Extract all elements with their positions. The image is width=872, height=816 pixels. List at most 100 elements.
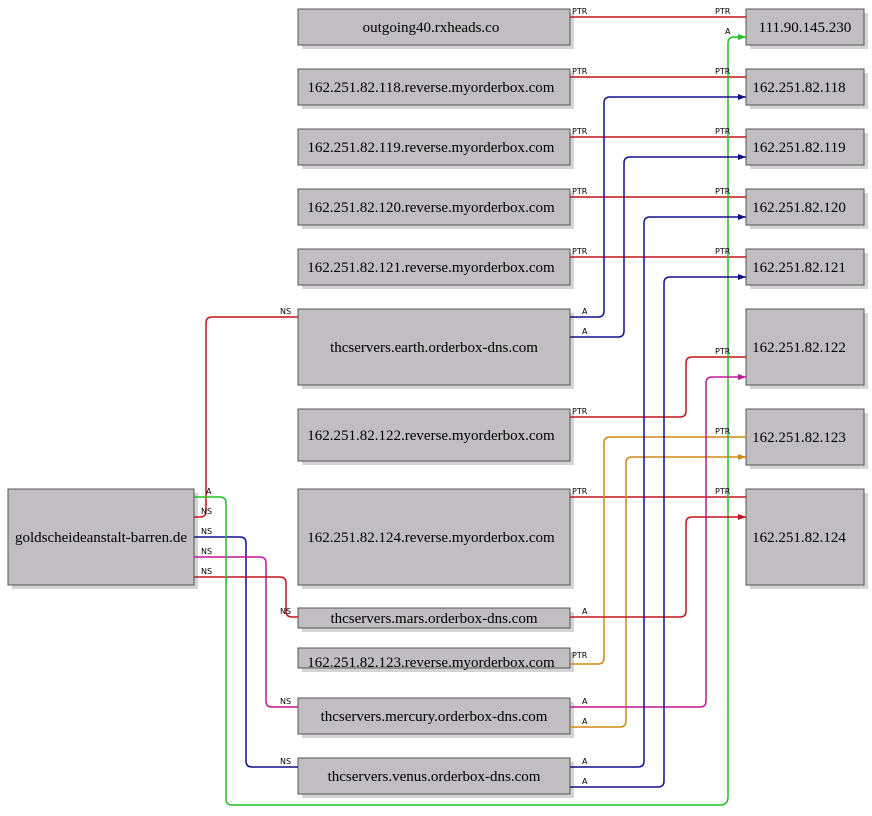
label-ptr-outgoing-dst: PTR <box>715 7 731 16</box>
rev-118-label: 162.251.82.118.reverse.myorderbox.com <box>308 80 555 96</box>
label-ptr-120-src: PTR <box>572 187 588 196</box>
label-a-earth-118: A <box>582 307 588 316</box>
ns-venus-label: thcservers.venus.orderbox-dns.com <box>328 769 541 785</box>
label-ptr-124-src: PTR <box>572 487 588 496</box>
arrowhead-ip-118 <box>738 94 746 100</box>
node-root-domain[interactable] <box>7 488 195 586</box>
ip-123-label: 162.251.82.123 <box>752 430 846 446</box>
edge-ns-mercury <box>194 556 298 708</box>
ip-121-label: 162.251.82.121 <box>752 260 846 276</box>
node-ns-earth[interactable] <box>297 308 571 386</box>
ip-118-label: 162.251.82.118 <box>752 80 845 96</box>
rev-outgoing-label: outgoing40.rxheads.co <box>363 20 500 36</box>
ip-120-label: 162.251.82.120 <box>752 200 846 216</box>
ip-111-label: 111.90.145.230 <box>759 20 852 36</box>
ns-earth-label: thcservers.earth.orderbox-dns.com <box>330 340 538 356</box>
label-ptr-118-dst: PTR <box>715 67 731 76</box>
node-ip-121[interactable] <box>745 248 865 286</box>
arrowhead-ip-120 <box>738 214 746 220</box>
label-ns-earth: NS <box>280 307 291 316</box>
node-ip-118[interactable] <box>745 68 865 106</box>
label-ptr-120-dst: PTR <box>715 187 731 196</box>
rev-121-label: 162.251.82.121.reverse.myorderbox.com <box>307 260 555 276</box>
edge-ns-mars <box>194 576 298 618</box>
label-ptr-123-dst: PTR <box>715 427 731 436</box>
label-ptr-122-src: PTR <box>572 407 588 416</box>
edge-ns-venus <box>194 536 298 768</box>
label-ns-mars: NS <box>280 607 291 616</box>
label-ptr-119-dst: PTR <box>715 127 731 136</box>
node-boxes <box>7 8 868 798</box>
edge-a-mercury-122 <box>570 376 746 708</box>
label-a-root-111-src: A <box>206 487 212 496</box>
node-ip-120[interactable] <box>745 188 865 226</box>
label-ns-root-mars: NS <box>201 567 212 576</box>
node-labels: goldscheideanstalt-barren.de thcservers.… <box>15 20 851 785</box>
ip-124-label: 162.251.82.124 <box>752 530 846 546</box>
label-ptr-124-dst: PTR <box>715 487 731 496</box>
label-ptr-118-src: PTR <box>572 67 588 76</box>
rev-122-label: 162.251.82.122.reverse.myorderbox.com <box>307 428 555 444</box>
label-a-earth-119: A <box>582 327 588 336</box>
label-ptr-121-src: PTR <box>572 247 588 256</box>
arrowhead-ip-119 <box>738 154 746 160</box>
label-ns-mercury: NS <box>280 697 291 706</box>
label-a-venus-121: A <box>582 777 588 786</box>
edge-a-root-111 <box>194 36 746 806</box>
edge-a-venus-120 <box>570 216 746 768</box>
label-a-mercury-123: A <box>582 717 588 726</box>
node-rev-118[interactable] <box>297 68 571 106</box>
edge-a-mars-124 <box>570 516 746 618</box>
label-a-venus-120: A <box>582 757 588 766</box>
node-rev-120[interactable] <box>297 188 571 226</box>
ip-122-label: 162.251.82.122 <box>752 340 846 356</box>
rev-124-label: 162.251.82.124.reverse.myorderbox.com <box>307 530 555 546</box>
node-rev-121[interactable] <box>297 248 571 286</box>
node-ip-123[interactable] <box>745 408 865 466</box>
label-ptr-123-src: PTR <box>572 651 588 660</box>
edge-ns-earth <box>194 316 298 518</box>
arrowhead-ip-121 <box>738 274 746 280</box>
arrowheads <box>738 34 746 520</box>
node-rev-119[interactable] <box>297 128 571 166</box>
node-ip-122[interactable] <box>745 308 865 386</box>
label-ns-root-venus: NS <box>201 527 212 536</box>
edge-labels: PTR PTR A PTR PTR PTR PTR PTR PTR PTR PT… <box>201 7 731 786</box>
node-ip-124[interactable] <box>745 488 865 586</box>
label-ptr-122-dst: PTR <box>715 347 731 356</box>
node-rev-122[interactable] <box>297 408 571 462</box>
edge-a-earth-118 <box>570 96 746 318</box>
label-ns-root-earth: NS <box>201 507 212 516</box>
arrowhead-ip-124 <box>738 514 746 520</box>
node-ns-mars[interactable] <box>297 607 571 629</box>
node-rev-outgoing[interactable] <box>297 8 571 46</box>
arrowhead-ip-122 <box>738 374 746 380</box>
node-rev-124[interactable] <box>297 488 571 586</box>
ip-119-label: 162.251.82.119 <box>752 140 845 156</box>
label-ns-root-mercury: NS <box>201 547 212 556</box>
edges <box>194 16 746 806</box>
node-ip-111[interactable] <box>745 8 865 46</box>
label-a-mercury-122: A <box>582 697 588 706</box>
rev-123-label: 162.251.82.123.reverse.myorderbox.com <box>307 655 555 671</box>
ns-mars-label: thcservers.mars.orderbox-dns.com <box>330 611 537 627</box>
edge-ptr-123 <box>570 436 746 665</box>
arrowhead-ip-111 <box>738 34 746 40</box>
label-ns-venus: NS <box>280 757 291 766</box>
node-ns-mercury[interactable] <box>297 697 571 735</box>
rev-120-label: 162.251.82.120.reverse.myorderbox.com <box>307 200 555 216</box>
ns-mercury-label: thcservers.mercury.orderbox-dns.com <box>321 709 548 725</box>
label-ptr-119-src: PTR <box>572 127 588 136</box>
arrowhead-ip-123 <box>738 454 746 460</box>
node-ns-venus[interactable] <box>297 757 571 795</box>
label-ptr-121-dst: PTR <box>715 247 731 256</box>
edge-ptr-122 <box>570 356 746 418</box>
node-ip-119[interactable] <box>745 128 865 166</box>
node-rev-123[interactable] <box>297 647 571 669</box>
rev-119-label: 162.251.82.119.reverse.myorderbox.com <box>308 140 555 156</box>
label-a-mars-124: A <box>582 607 588 616</box>
edge-a-venus-121 <box>570 276 746 788</box>
edge-a-mercury-123 <box>570 456 746 728</box>
root-domain-label: goldscheideanstalt-barren.de <box>15 530 187 546</box>
